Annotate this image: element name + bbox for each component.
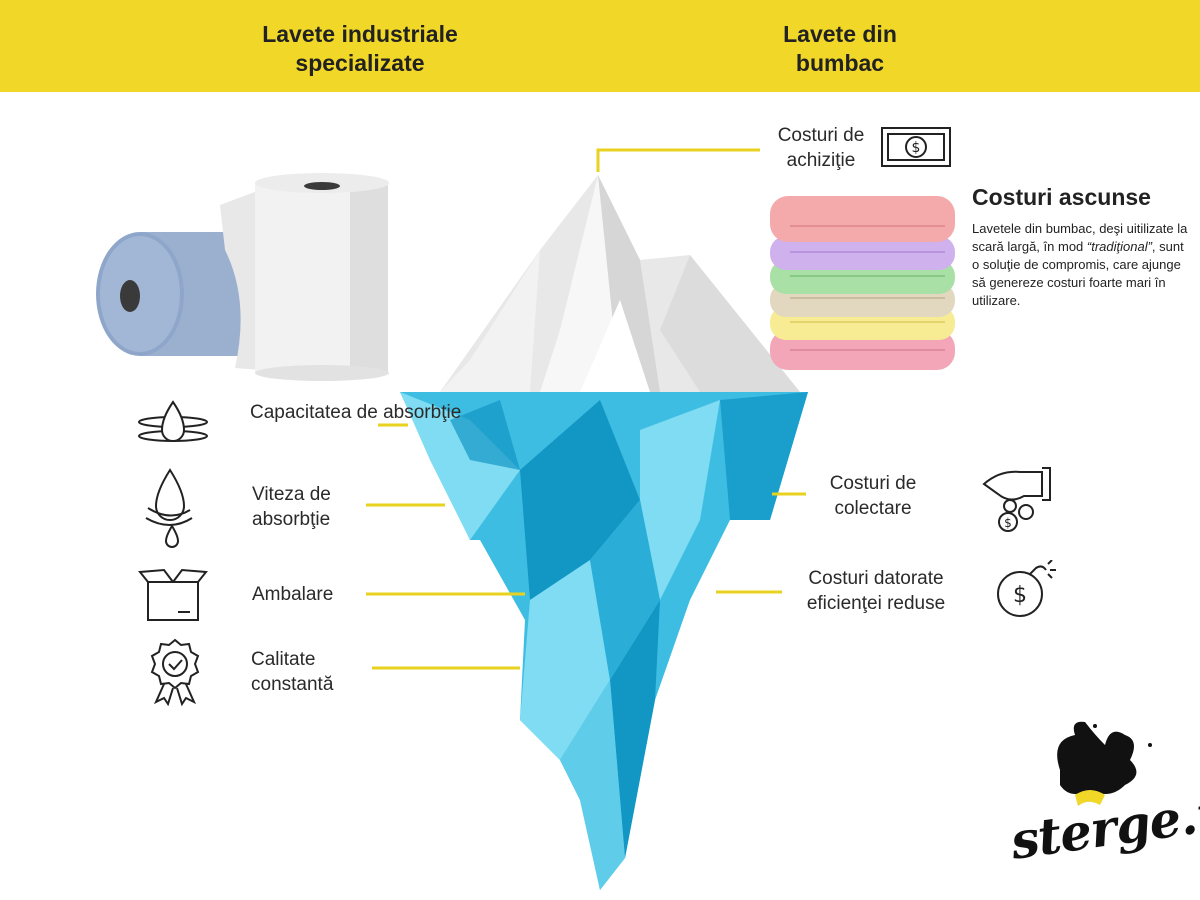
cost-label-acquisition: Costuri de achiziţie — [777, 125, 865, 171]
svg-text:$: $ — [1004, 516, 1012, 530]
connector-lines — [366, 148, 806, 670]
feature-label-constant-quality: Calitate constantă — [251, 649, 334, 695]
hidden-costs-title: Costuri ascunse — [972, 184, 1151, 210]
money-bomb-icon: $ — [994, 559, 1056, 625]
header-band — [0, 0, 1200, 92]
towel-stack-icon — [770, 196, 955, 370]
header-left-title: Lavete industriale specializate — [262, 21, 458, 76]
banknote-icon: $ — [880, 126, 952, 173]
iceberg-tip — [440, 175, 800, 392]
feature-label-absorption-speed: Viteza de absorbţie — [252, 484, 331, 530]
absorption-speed-icon — [138, 466, 198, 563]
package-box-icon — [138, 566, 208, 627]
logo-splash — [1057, 721, 1152, 806]
quality-badge-icon — [148, 638, 202, 711]
svg-text:$: $ — [1013, 583, 1027, 608]
paper-rolls-icon — [96, 173, 389, 381]
svg-text:$: $ — [912, 140, 921, 156]
absorption-capacity-icon — [136, 398, 210, 455]
iceberg-underwater — [400, 392, 808, 890]
feature-label-packaging: Ambalare — [252, 584, 334, 605]
feature-label-absorption-capacity: Capacitatea de absorbţie — [250, 402, 462, 423]
hidden-costs-description: Lavetele din bumbac, deşi uitilizate la … — [972, 221, 1188, 308]
hand-coins-icon: $ — [980, 464, 1054, 539]
cost-label-collection: Costuri de colectare — [829, 473, 917, 519]
cost-label-reduced-efficiency: Costuri datorate eficienţei reduse — [806, 568, 946, 614]
header-right-title: Lavete din bumbac — [783, 21, 897, 76]
